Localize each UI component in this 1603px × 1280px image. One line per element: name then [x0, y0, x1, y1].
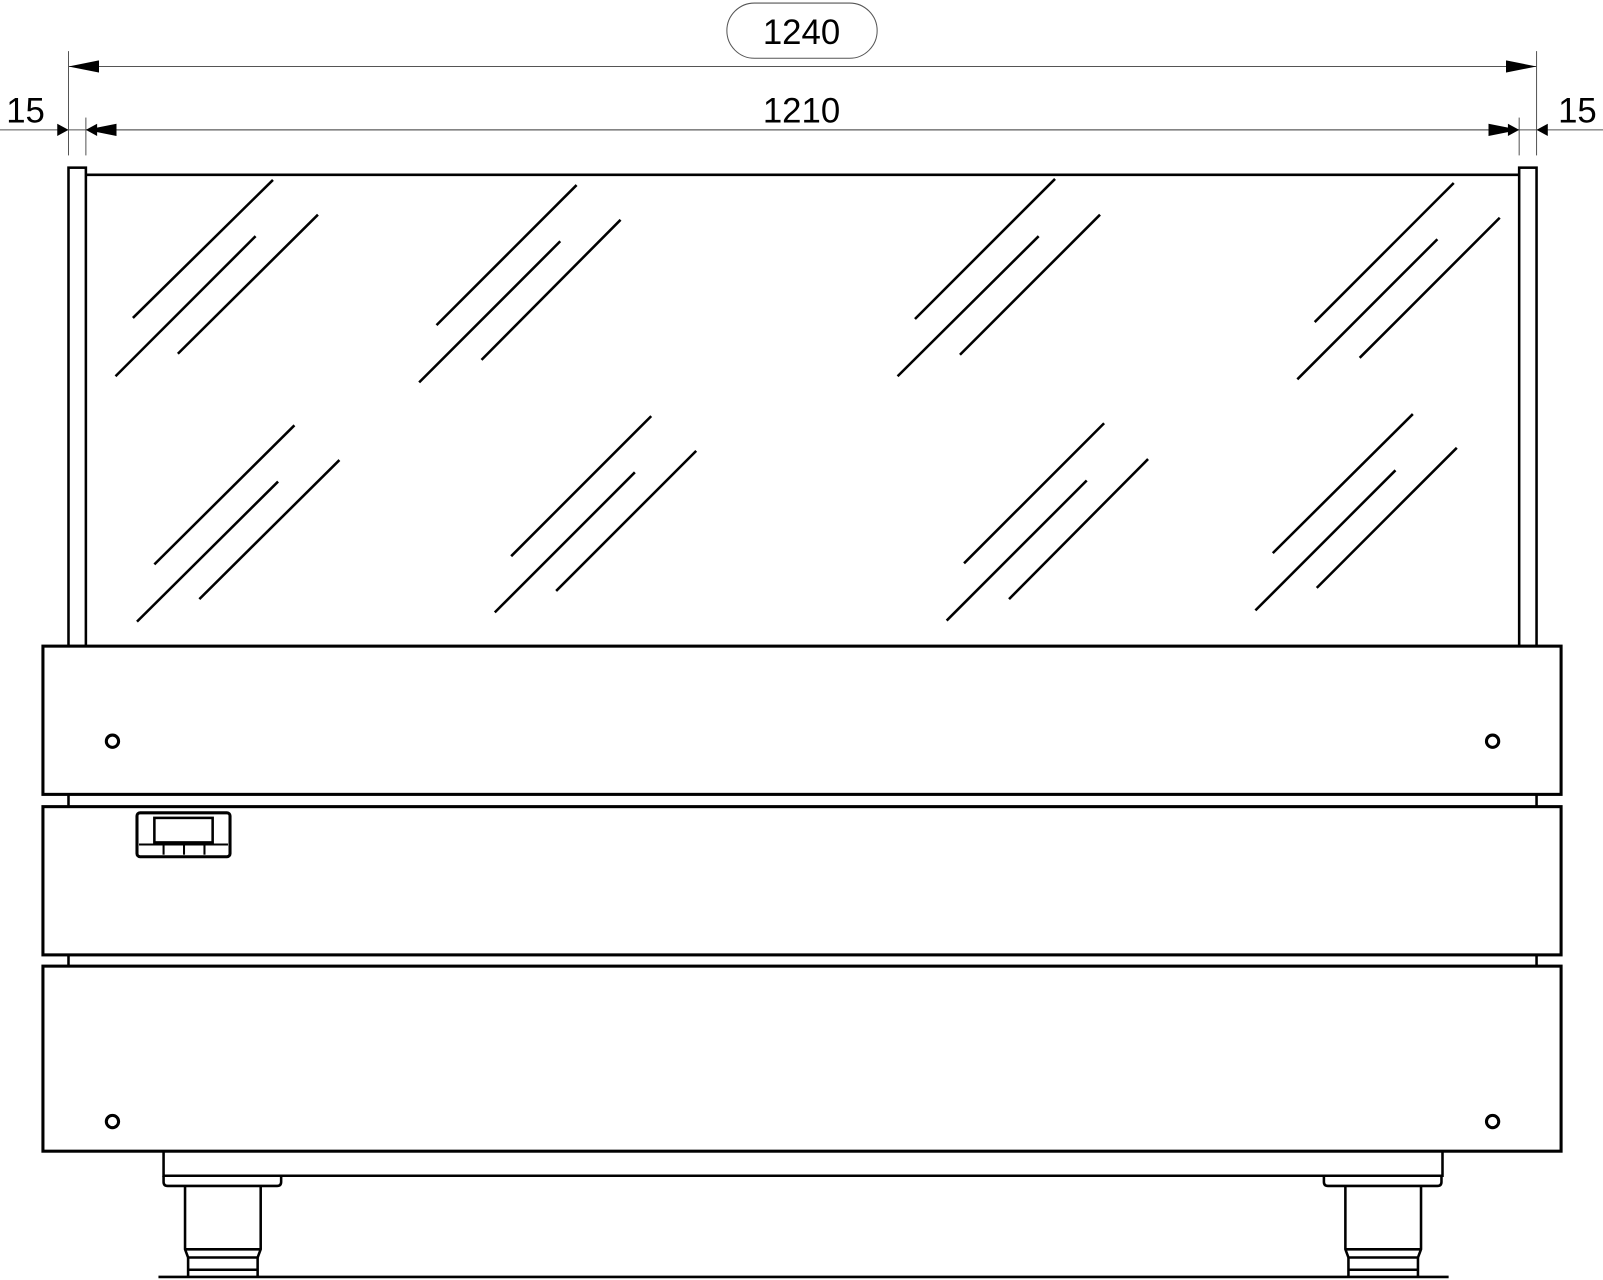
glass-reflection-line — [963, 422, 1106, 565]
left-glass-post — [67, 166, 88, 648]
lower-panel — [41, 964, 1563, 1153]
glass-reflection-line — [555, 449, 698, 592]
glass-reflection-line — [896, 235, 1040, 378]
glass-reflection-line — [153, 424, 296, 566]
right-glass-post — [1517, 166, 1538, 648]
left-foot — [162, 1175, 283, 1277]
glass-reflection-line — [945, 479, 1088, 622]
glass-reflection-line — [510, 415, 653, 558]
right-post-width-label: 15 — [1558, 93, 1597, 131]
right-foot — [1322, 1175, 1443, 1277]
glass-canopy — [67, 166, 1538, 648]
glass-reflection-line — [435, 184, 578, 327]
glass-reflection-line — [1271, 413, 1414, 555]
screw-icon — [1484, 733, 1501, 749]
upper-panel — [41, 644, 1563, 796]
glass-reflection-line — [418, 240, 562, 384]
overall-width-dimension: 1240 — [67, 2, 1538, 156]
screw-icon — [104, 1113, 121, 1130]
screw-icon — [1484, 1113, 1501, 1130]
glass-reflection-line — [1296, 238, 1439, 381]
left-post-width-label: 15 — [6, 93, 45, 131]
control-panel — [41, 805, 1563, 957]
glass-reflection-line — [480, 218, 622, 361]
glass-reflection-line — [114, 235, 257, 378]
glass-reflection-line — [959, 213, 1101, 356]
glass-reflection-line — [132, 179, 274, 319]
digital-controller-icon[interactable] — [135, 811, 232, 859]
overall-width-label: 1240 — [763, 14, 840, 52]
screw-icon — [104, 733, 121, 749]
glass-reflection-line — [914, 178, 1056, 320]
glass-reflection-line — [136, 480, 279, 623]
base-plinth — [162, 1151, 1444, 1177]
glass-reflection-line — [1254, 469, 1397, 612]
glass-reflection-line — [1008, 458, 1149, 601]
glass-reflection-line — [1313, 182, 1455, 323]
glass-reflection-line — [493, 471, 636, 614]
glass-reflection-line — [198, 459, 341, 601]
glass-reflection-line — [1315, 446, 1458, 589]
glass-reflection-line — [176, 213, 319, 355]
inner-width-dimension: 1210 15 15 — [0, 93, 1603, 156]
glass-reflection-line — [1358, 216, 1501, 359]
inner-width-label: 1210 — [763, 93, 840, 131]
overall-width-label-frame — [726, 2, 878, 59]
glass-reflection-marks — [114, 178, 1501, 623]
